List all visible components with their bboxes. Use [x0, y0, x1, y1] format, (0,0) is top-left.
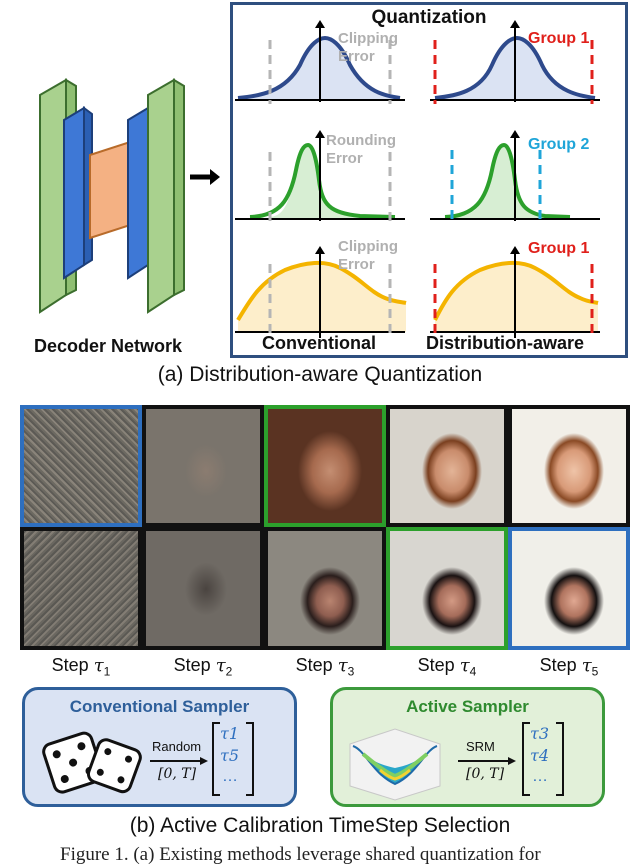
clipping-error-note-1: Clipping Error	[338, 30, 398, 65]
dice-icon	[42, 731, 142, 794]
step-label-3: Step τ3	[295, 655, 355, 679]
srm-label: SRM	[466, 739, 495, 754]
active-sampler-title: Active Sampler	[406, 697, 529, 716]
step-label-2: Step τ2	[173, 655, 233, 679]
group-1-label-bottom: Group 1	[528, 240, 590, 257]
active-pick-more: …	[532, 768, 548, 785]
tile-r2-step2	[142, 527, 264, 650]
quantization-title: Quantization	[371, 7, 487, 28]
srm-range: [0, T]	[466, 766, 505, 782]
tile-r1-step2	[142, 405, 264, 527]
srm-surface-icon	[349, 728, 441, 801]
conventional-pick-2: τ5	[220, 746, 240, 765]
step-label-1: Step τ1	[51, 655, 111, 679]
active-pick-2: τ4	[530, 746, 550, 765]
figure-caption-text: Figure 1. (a) Existing methods leverage …	[60, 844, 541, 865]
tile-r2-step4	[386, 527, 508, 650]
active-picks-bracket: τ3 τ4 …	[522, 722, 564, 796]
tile-r2-step1	[20, 527, 142, 650]
row2-distribution-aware-plot	[430, 130, 600, 223]
srm-arrow	[458, 757, 516, 765]
conventional-label: Conventional	[262, 333, 377, 353]
distribution-aware-label: Distribution-aware	[426, 333, 585, 353]
timestep-image-grid	[20, 405, 630, 650]
tile-r1-step4	[386, 405, 508, 527]
caption-a: (a) Distribution-aware Quantization	[157, 363, 483, 386]
caption-b: (b) Active Calibration TimeStep Selectio…	[129, 814, 511, 837]
clipping-error-note-2: Clipping Error	[338, 238, 398, 273]
tile-r1-step3	[264, 405, 386, 527]
active-pick-1: τ3	[530, 724, 550, 743]
row1-conventional-plot	[235, 20, 405, 104]
distribution-plots	[235, 20, 600, 338]
decoder-network-label: Decoder Network	[34, 336, 183, 356]
tile-r1-step5	[508, 405, 630, 527]
decoder-network-illustration	[39, 78, 220, 314]
group-2-label: Group 2	[528, 136, 590, 153]
conventional-sampler-title: Conventional Sampler	[69, 697, 250, 716]
row1-distribution-aware-plot	[430, 20, 600, 104]
conventional-picks-bracket: τ1 τ5 …	[212, 722, 254, 796]
random-range: [0, T]	[158, 766, 197, 782]
tile-r1-step1	[20, 405, 142, 527]
random-arrow	[150, 757, 208, 765]
row2-conventional-plot	[235, 130, 405, 223]
conventional-pick-more: …	[222, 768, 238, 785]
row3-distribution-aware-plot	[430, 246, 600, 338]
row3-conventional-plot	[235, 246, 407, 338]
step-label-5: Step τ5	[539, 655, 599, 679]
tile-r2-step5	[508, 527, 630, 650]
conventional-pick-1: τ1	[220, 724, 240, 743]
tile-r2-step3	[264, 527, 386, 650]
rounding-error-note: Rounding Error	[326, 132, 396, 167]
quantization-box	[230, 2, 628, 358]
group-1-label-top: Group 1	[528, 30, 590, 47]
step-label-4: Step τ4	[417, 655, 477, 679]
random-label: Random	[152, 739, 202, 754]
